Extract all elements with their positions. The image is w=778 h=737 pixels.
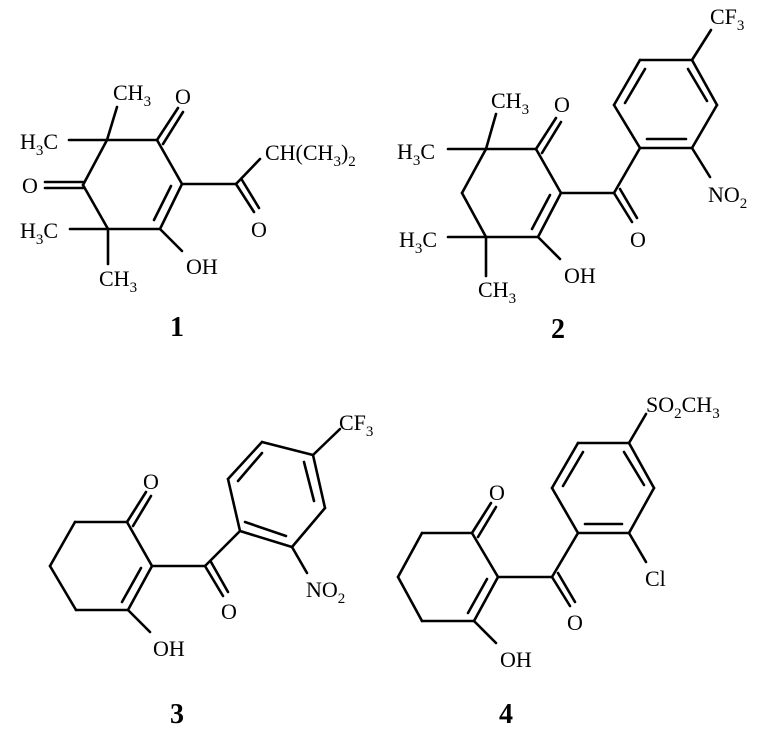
label-oh: OH: [500, 647, 532, 672]
label-o-acyl: O: [567, 610, 583, 635]
label-h3c-lower: H3C: [399, 227, 437, 257]
label-h3c-upper: H3C: [20, 129, 58, 159]
compound-number-3: 3: [170, 699, 184, 730]
compound-number-1: 1: [170, 312, 184, 343]
label-cf3: CF3: [339, 410, 373, 440]
label-side-chain: CH(CH3)2: [265, 140, 356, 170]
label-oh: OH: [186, 254, 218, 279]
compound-number-2: 2: [551, 314, 565, 345]
label-o-acyl: O: [221, 599, 237, 624]
label-o-acyl: O: [251, 217, 267, 242]
label-no2: NO2: [708, 182, 747, 212]
label-oh: OH: [153, 636, 185, 661]
label-o-ring-left: O: [22, 173, 38, 198]
label-o-ring-top: O: [175, 84, 191, 109]
compound-4: SO2CH3 O Cl O OH 4: [396, 392, 720, 730]
label-cl: Cl: [645, 566, 666, 591]
label-ch3-top: CH3: [113, 80, 151, 110]
compound-1: CH3 O H3C O CH(CH3)2 O H3C CH3 OH 1: [20, 80, 356, 343]
label-o-acyl: O: [630, 227, 646, 252]
label-ch3-top: CH3: [491, 88, 529, 118]
compound-3: CF3 O NO2 O OH 3: [48, 410, 373, 730]
compound-2: CF3 CH3 O H3C NO2 O H3C CH3 OH 2: [397, 4, 747, 345]
label-o-ring-top: O: [489, 480, 505, 505]
compound-number-4: 4: [499, 699, 513, 730]
label-no2: NO2: [306, 577, 345, 607]
label-ch3-bottom: CH3: [478, 277, 516, 307]
label-ch3-bottom: CH3: [99, 266, 137, 296]
label-oh: OH: [564, 263, 596, 288]
label-h3c-lower: H3C: [20, 218, 58, 248]
label-o-ring-top: O: [143, 469, 159, 494]
label-o-ring-top: O: [554, 92, 570, 117]
label-cf3: CF3: [710, 4, 744, 34]
label-so2ch3: SO2CH3: [646, 392, 720, 422]
label-h3c-upper: H3C: [397, 139, 435, 169]
